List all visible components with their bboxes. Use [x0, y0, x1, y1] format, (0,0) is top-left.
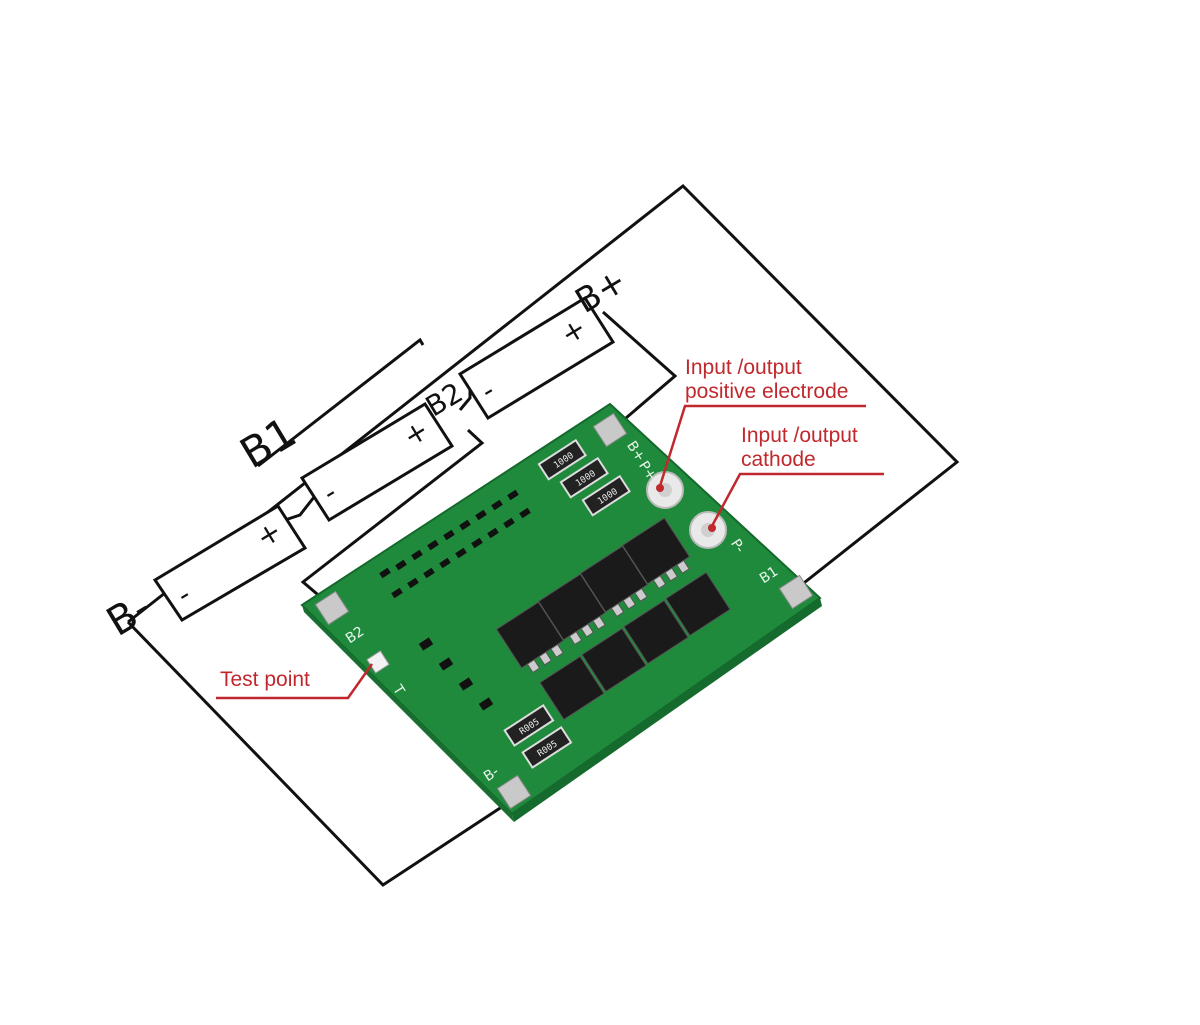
wire-b2 — [300, 428, 485, 607]
label-b1: B1 — [232, 407, 305, 478]
smd-components — [379, 489, 531, 711]
pad-b-plus — [592, 412, 628, 448]
wiring — [126, 183, 960, 887]
wire-top-loop — [127, 183, 960, 624]
callout-cathode: Input /output cathode — [741, 424, 858, 472]
mosfet-group-lower — [539, 571, 731, 721]
callout-positive-line2: positive electrode — [685, 380, 849, 403]
leader-dot-positive — [656, 484, 664, 492]
battery-cell-2: - + — [299, 401, 455, 523]
leader-dot-cathode — [708, 524, 716, 532]
callout-positive-line1: Input /output — [685, 356, 802, 379]
callout-positive-electrode: Input /output positive electrode — [685, 356, 848, 404]
wire-cell-link-1 — [284, 491, 320, 522]
silk-b-minus: B- — [481, 764, 502, 785]
callout-cathode-line2: cathode — [741, 448, 816, 471]
pcb-edge — [512, 598, 822, 822]
resistor-bottom-2: R005 — [521, 725, 573, 769]
pad-b2 — [314, 590, 350, 626]
leader-cathode — [710, 472, 884, 527]
callout-leaders — [216, 404, 884, 700]
leader-positive — [658, 404, 866, 487]
resistor-top-2: 1000 — [559, 456, 609, 499]
pcb-board: B+ P+ P- B1 B2 B- T 1000 1000 1000 R005 … — [300, 402, 822, 822]
pcb-left-edge — [302, 605, 514, 822]
wire-b1-bracket — [257, 337, 425, 468]
label-b-minus: B- — [99, 585, 159, 646]
resistor-top-3: 1000 — [581, 474, 631, 517]
resistor-top-1: 1000 — [537, 438, 587, 481]
battery-cell-1: - + — [152, 503, 308, 623]
mosfet-group — [495, 517, 691, 674]
resistor-bottom-1: R005 — [503, 703, 555, 747]
wire-outer-loop — [126, 620, 521, 887]
pad-b1 — [778, 574, 814, 610]
callout-test-point: Test point — [220, 668, 310, 691]
callout-cathode-line1: Input /output — [741, 424, 858, 447]
leader-test-point — [216, 663, 374, 700]
wire-b-plus — [602, 310, 678, 432]
pad-b-minus — [496, 774, 532, 810]
battery-cell-3: - + — [457, 295, 616, 421]
